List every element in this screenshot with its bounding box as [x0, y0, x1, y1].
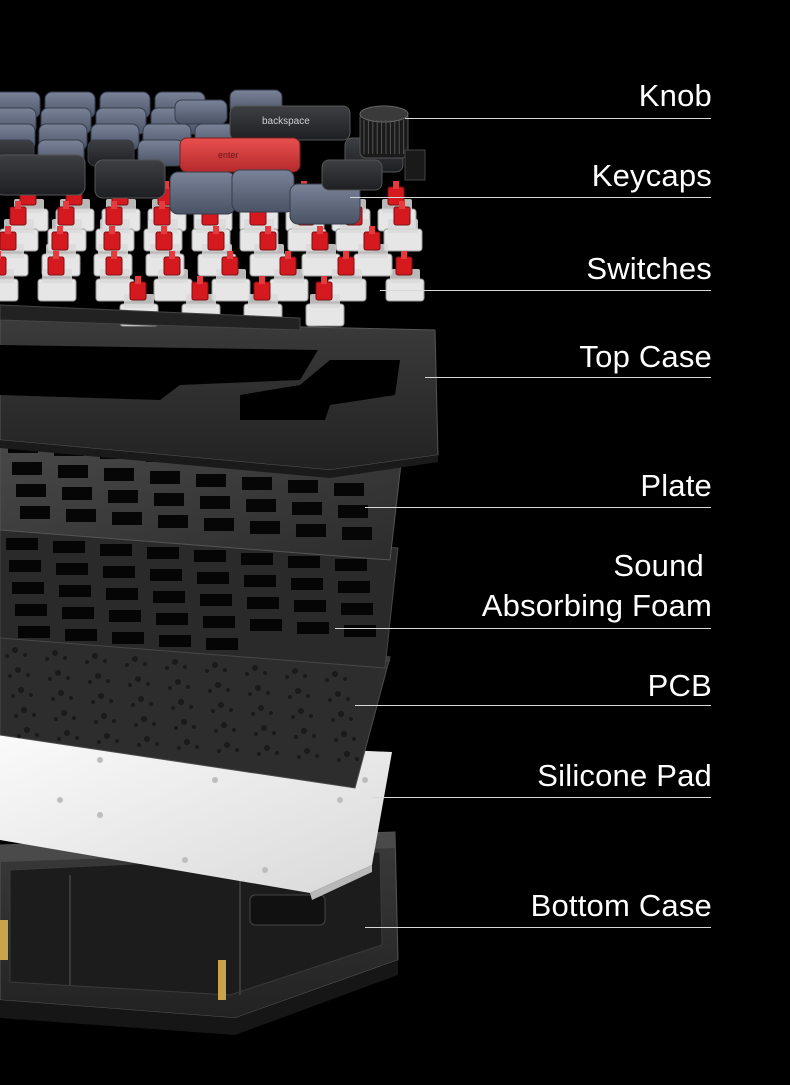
- switch: [0, 251, 19, 302]
- pcb-leader-line: [355, 705, 711, 706]
- switch: [95, 251, 135, 302]
- sound-foam-layer: [0, 524, 399, 669]
- switch: [353, 226, 393, 277]
- switch: [211, 251, 251, 302]
- knob-leader-line: [405, 118, 711, 119]
- bottom-case-label: Bottom Case: [530, 888, 712, 923]
- keycaps-label: Keycaps: [591, 158, 712, 193]
- switches-leader-line: [380, 290, 711, 291]
- enter-keycap: enter: [179, 137, 301, 173]
- knob-label: Knob: [638, 78, 712, 113]
- sound-foam-label-line2: Absorbing Foam: [481, 588, 712, 623]
- switch: [383, 201, 423, 252]
- keycap: [174, 99, 228, 125]
- backspace-keycap: backspace: [229, 105, 351, 141]
- top-case-label: Top Case: [579, 339, 712, 374]
- top-case-leader-line: [425, 377, 711, 378]
- enter-legend: enter: [218, 150, 239, 160]
- switch: [305, 276, 345, 327]
- switch: [249, 226, 289, 277]
- plate-leader-line: [365, 507, 711, 508]
- silicone-pad-leader-line: [372, 797, 711, 798]
- keycaps-leader-line: [350, 197, 711, 198]
- switch: [37, 251, 77, 302]
- switch: [269, 251, 309, 302]
- switch: [153, 251, 193, 302]
- silicone-pad-label: Silicone Pad: [537, 758, 712, 793]
- top-case-layer: [0, 319, 439, 478]
- bottom-case-leader-line: [365, 927, 711, 928]
- keycaps-layer: backspace enter del: [0, 89, 404, 225]
- switch: [301, 226, 341, 277]
- plate-label: Plate: [640, 468, 712, 503]
- switches-label: Switches: [586, 251, 712, 286]
- knob: [359, 105, 426, 181]
- sound-foam-label-line1: Sound: [613, 548, 704, 583]
- sound-foam-leader-line: [335, 628, 711, 629]
- spacebar-row-keycaps: [0, 154, 383, 225]
- backspace-legend: backspace: [262, 116, 310, 127]
- pcb-label: PCB: [647, 668, 712, 703]
